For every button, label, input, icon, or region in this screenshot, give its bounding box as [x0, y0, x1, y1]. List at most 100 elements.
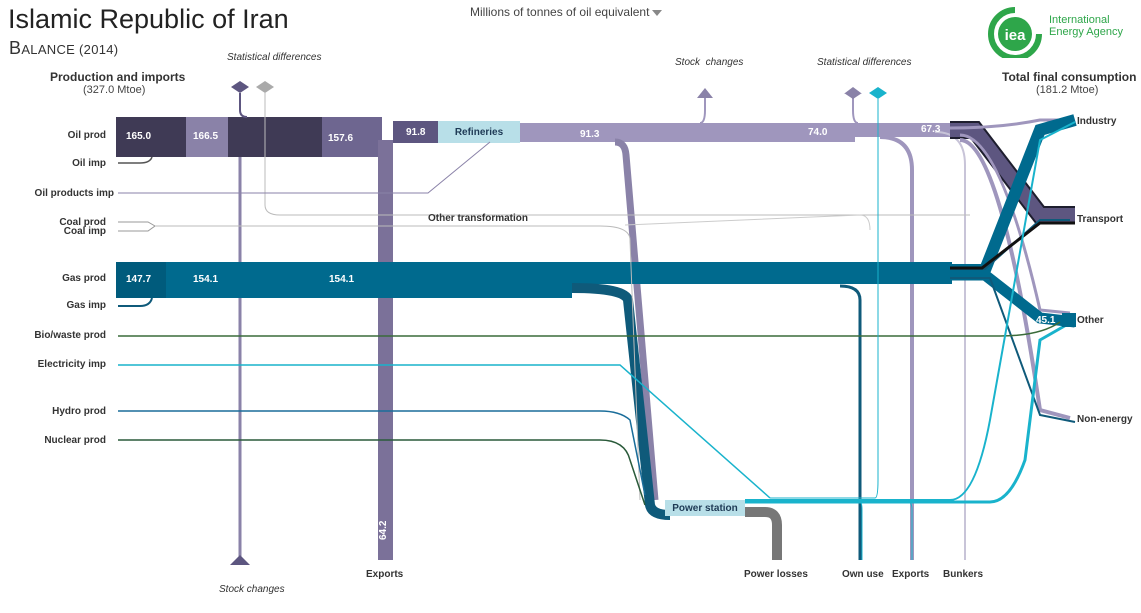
sector-label-industry[interactable]: Industry	[1077, 116, 1117, 127]
oil-main-band	[228, 117, 323, 157]
value-oil-exports: 64.2	[378, 520, 389, 540]
source-label-coal-prod[interactable]: Coal prod	[59, 217, 106, 228]
oil-prod-band	[116, 117, 186, 157]
stat-diff-left-thin	[264, 93, 970, 216]
gas-prod-band	[116, 262, 166, 298]
iea-logo: iea International Energy Agency	[985, 6, 1135, 61]
bio-waste-flow	[118, 321, 1061, 337]
oil-products-band-2	[855, 123, 950, 137]
stat-diff-right-arrow-2	[844, 93, 862, 99]
stat-diff-left-arrow-2	[256, 81, 274, 87]
source-label-oil-prod[interactable]: Oil prod	[67, 130, 106, 141]
chevron-down-icon	[652, 9, 663, 16]
stat-diff-left-label: Statistical differences	[227, 52, 322, 63]
electricity-stat-diff-flow	[770, 99, 879, 499]
stat-diff-right-arrow	[845, 87, 861, 93]
gas-to-transport-outline	[950, 221, 1075, 270]
electricity-own-use-flow	[770, 499, 863, 560]
value-oil-5: 67.3	[921, 124, 941, 135]
stock-change-top-arrow	[697, 88, 713, 98]
source-label-gas-imp[interactable]: Gas imp	[66, 300, 106, 311]
value-oil-3: 157.6	[328, 133, 354, 144]
value-gas-2: 154.1	[193, 274, 219, 285]
stat-diff-left-flow	[239, 93, 248, 118]
power-losses-label[interactable]: Power losses	[744, 569, 808, 580]
refinery-output-band	[520, 123, 610, 142]
other-end-marker	[1062, 313, 1076, 327]
gas-to-nonenergy-flow	[950, 277, 1076, 423]
gas-imp-flow	[118, 297, 153, 307]
logo-mark-text: iea	[1005, 27, 1027, 44]
oil-to-refinery-band	[393, 121, 439, 143]
page-subtitle: BALANCE (2014)	[9, 38, 118, 59]
oil-products-imp-flow	[118, 141, 491, 194]
source-label-coal-imp[interactable]: Coal imp	[63, 226, 106, 237]
nuclear-flow	[118, 439, 646, 506]
oil-imp-flow	[118, 156, 153, 164]
power-station-label[interactable]: Power station	[672, 503, 738, 514]
stat-diff-right-arrow-elec-2	[869, 87, 887, 93]
electricity-to-industry-flow	[745, 121, 1076, 501]
own-use-label[interactable]: Own use	[842, 569, 884, 580]
oil-after-exports-band	[322, 117, 382, 157]
gas-tfc-band	[572, 262, 952, 284]
source-label-nuclear-prod[interactable]: Nuclear prod	[44, 435, 106, 446]
hydro-flow	[118, 410, 646, 496]
stat-diff-right-label: Statistical differences	[817, 57, 912, 68]
value-oil-2: 166.5	[193, 131, 219, 142]
coal-to-power-flow	[155, 225, 641, 501]
electricity-exports-flow	[770, 499, 913, 560]
stock-changes-top-label: Stock changes	[675, 57, 744, 68]
value-gas-3: 154.1	[329, 274, 355, 285]
value-oil-refinery-in: 91.8	[406, 127, 426, 138]
oil-products-exports-flow	[879, 135, 914, 560]
unit-select-label: Millions of tonnes of oil equivalent	[470, 5, 650, 19]
other-transformation-thin	[624, 214, 871, 231]
right-heading: Total final consumption	[1002, 70, 1137, 84]
value-oil-1: 165.0	[126, 131, 152, 142]
source-label-gas-prod[interactable]: Gas prod	[62, 273, 106, 284]
oil-to-transport-flow	[950, 123, 1075, 222]
stock-changes-bottom-label: Stock changes	[219, 584, 285, 595]
oil-to-other-flow	[959, 133, 1071, 315]
source-label-electricity-imp[interactable]: Electricity imp	[37, 359, 106, 370]
source-label-oil-products-imp[interactable]: Oil products imp	[34, 188, 114, 199]
refineries-label[interactable]: Refineries	[454, 127, 504, 138]
subtitle-initial: B	[9, 38, 22, 58]
bunkers-flow	[934, 131, 966, 560]
power-station-box[interactable]	[665, 500, 745, 516]
source-label-bio-waste-prod[interactable]: Bio/waste prod	[34, 330, 106, 341]
unit-select[interactable]: Millions of tonnes of oil equivalent	[470, 5, 663, 19]
gas-flow	[116, 114, 1077, 560]
value-other-tfc: 45.1	[1036, 315, 1056, 326]
source-label-oil-imp[interactable]: Oil imp	[72, 158, 106, 169]
oil-products-band	[610, 123, 855, 142]
oil-to-power-flow	[614, 138, 659, 501]
refineries-box[interactable]	[438, 121, 520, 143]
oil-exports-band	[378, 140, 393, 560]
left-total: (327.0 Mtoe)	[83, 84, 146, 96]
sector-label-other[interactable]: Other	[1077, 315, 1104, 326]
exports-left-label[interactable]: Exports	[366, 569, 404, 580]
logo-line-1: International	[1049, 14, 1110, 26]
iea-logo-icon: iea	[988, 7, 1042, 61]
logo-line-2: Energy Agency	[1049, 26, 1123, 38]
sector-label-transport[interactable]: Transport	[1077, 214, 1124, 225]
value-gas-1: 147.7	[126, 274, 152, 285]
other-transformation-label[interactable]: Other transformation	[428, 213, 529, 224]
oil-to-industry-flow	[949, 118, 1070, 130]
stock-change-top-flow	[699, 96, 706, 124]
left-heading: Production and imports	[50, 70, 186, 84]
exports-right-label[interactable]: Exports	[892, 569, 930, 580]
gas-to-power-flow	[571, 283, 671, 520]
subtitle-rest: ALANCE (2014)	[21, 42, 119, 57]
stat-diff-right-arrow-elec	[869, 93, 887, 99]
electricity-imp-flow	[118, 364, 771, 499]
gas-main-band	[166, 262, 572, 298]
coal-flows	[118, 221, 156, 232]
bunkers-label[interactable]: Bunkers	[943, 569, 984, 580]
source-label-hydro-prod[interactable]: Hydro prod	[52, 406, 106, 417]
stock-change-bottom-arrow	[230, 555, 250, 565]
sector-label-non-energy[interactable]: Non-energy	[1077, 414, 1133, 425]
